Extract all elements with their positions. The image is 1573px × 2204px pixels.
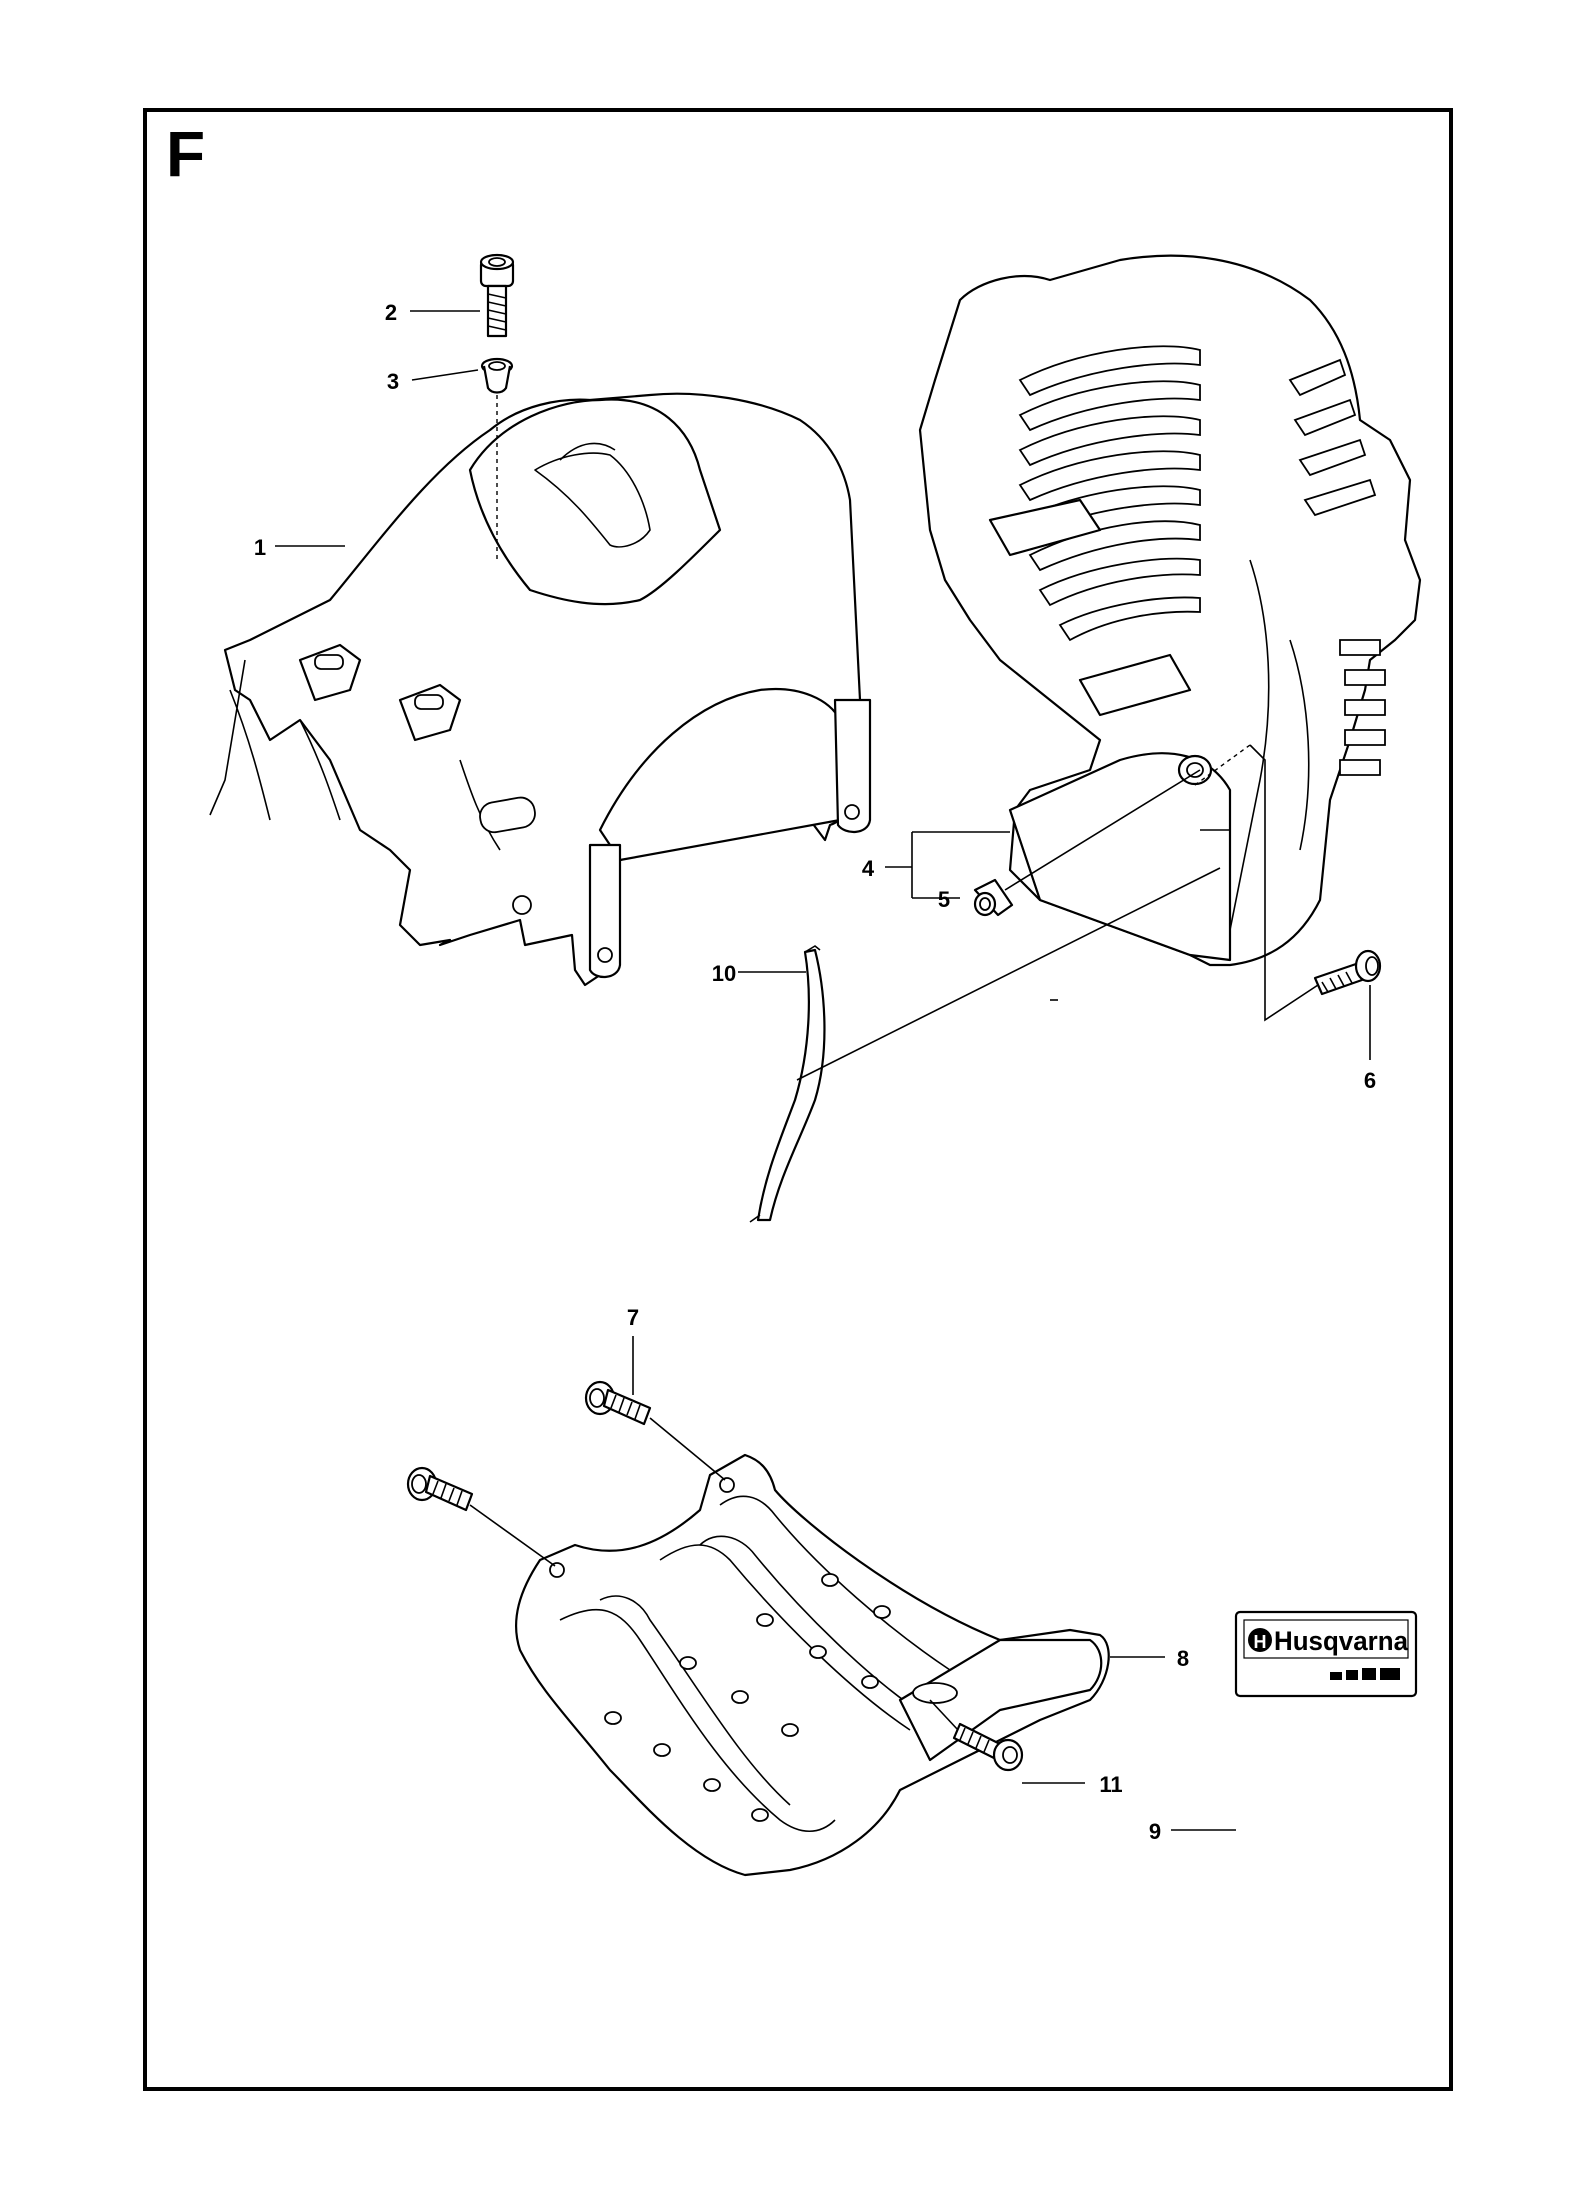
assembly-line-7b	[469, 1504, 556, 1567]
seal-strip-part-10	[749, 945, 826, 1223]
skid-plate-part-8	[515, 1453, 1110, 1877]
cover-part-1	[209, 392, 872, 987]
decal-part-9: H Husqvarna	[1234, 1610, 1418, 1698]
svg-text:H: H	[1254, 1632, 1267, 1652]
screw-part-2	[479, 253, 515, 338]
screw-part-6	[1313, 949, 1382, 996]
decal-brand: Husqvarna	[1274, 1626, 1409, 1656]
husqvarna-crown-icon: H	[1248, 1628, 1272, 1652]
cylinder-cover-part-4	[918, 254, 1422, 967]
callout-11: 11	[1099, 1772, 1122, 1797]
diagram-frame	[143, 108, 1453, 2091]
callout-leaders	[275, 310, 1371, 1831]
assembly-line-6	[1249, 744, 1319, 1022]
callout-9: 9	[1149, 1819, 1161, 1844]
assembly-line-4	[1194, 744, 1251, 786]
assembly-line-10	[796, 867, 1221, 1081]
assembly-line-11	[929, 1699, 959, 1731]
assembly-line-5	[1004, 769, 1201, 891]
assembly-line-7	[649, 1417, 726, 1481]
callout-1: 1	[254, 535, 266, 560]
callout-4: 4	[862, 856, 875, 881]
sleeve-part-5	[973, 878, 1014, 917]
screw-part-11	[952, 1722, 1024, 1772]
screw-part-7	[584, 1380, 652, 1426]
callout-5: 5	[938, 887, 950, 912]
callout-8: 8	[1177, 1646, 1189, 1671]
sleeve-part-3	[480, 357, 514, 394]
callout-2: 2	[385, 300, 397, 325]
screw-part-7b	[406, 1466, 474, 1512]
callout-3: 3	[387, 369, 399, 394]
callout-6: 6	[1364, 1068, 1376, 1093]
callout-7: 7	[627, 1305, 639, 1330]
section-letter: F	[166, 118, 206, 190]
decal-stripe-graphic	[1330, 1668, 1400, 1680]
callout-10: 10	[712, 961, 736, 986]
